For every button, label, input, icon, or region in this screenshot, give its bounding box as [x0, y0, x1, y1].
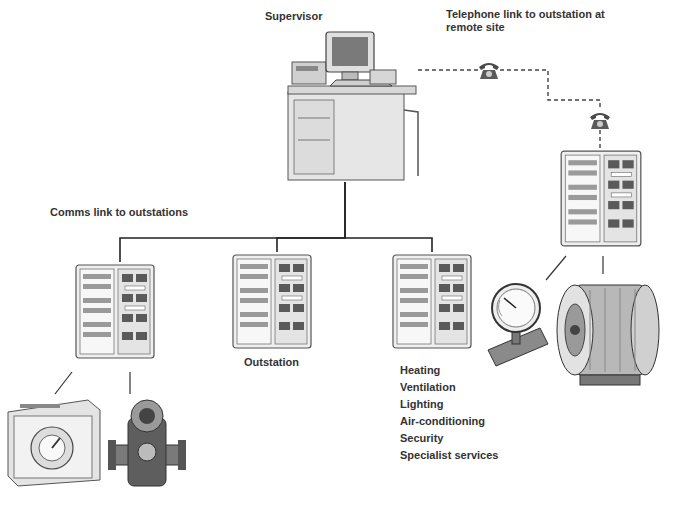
- supervisor-computer: [288, 32, 418, 180]
- outstation-cabinet: [76, 265, 154, 358]
- service-item: Air-conditioning: [400, 413, 544, 430]
- telephone: [479, 63, 499, 79]
- outstation-node: HeatingVentilationLightingAir-conditioni…: [390, 250, 544, 468]
- pressure-gauge: [488, 284, 548, 366]
- comms-link: [345, 182, 432, 252]
- service-item: Lighting: [400, 396, 544, 413]
- service-item: Specialist services: [400, 447, 544, 464]
- node-title: Supervisor: [265, 10, 427, 23]
- outstation-cabinet: [393, 255, 471, 348]
- outstation-node: Outstation: [228, 250, 342, 369]
- telephone: [590, 113, 610, 129]
- outstation-cabinet: [233, 255, 311, 348]
- supervisor-node: Supervisor: [263, 10, 427, 182]
- node-title: Outstation: [244, 356, 342, 369]
- service-item: Heating: [400, 362, 544, 379]
- comms-link-label: Comms link to outstations: [50, 206, 240, 219]
- service-item: Ventilation: [400, 379, 544, 396]
- service-item: Security: [400, 430, 544, 447]
- thermostat: [8, 400, 100, 486]
- outstation-cabinet: [561, 151, 641, 246]
- motor: [557, 285, 659, 385]
- comms-link: [277, 182, 345, 252]
- pump: [108, 400, 186, 486]
- telephone-link-label: Telephone link to outstation at remote s…: [446, 8, 626, 34]
